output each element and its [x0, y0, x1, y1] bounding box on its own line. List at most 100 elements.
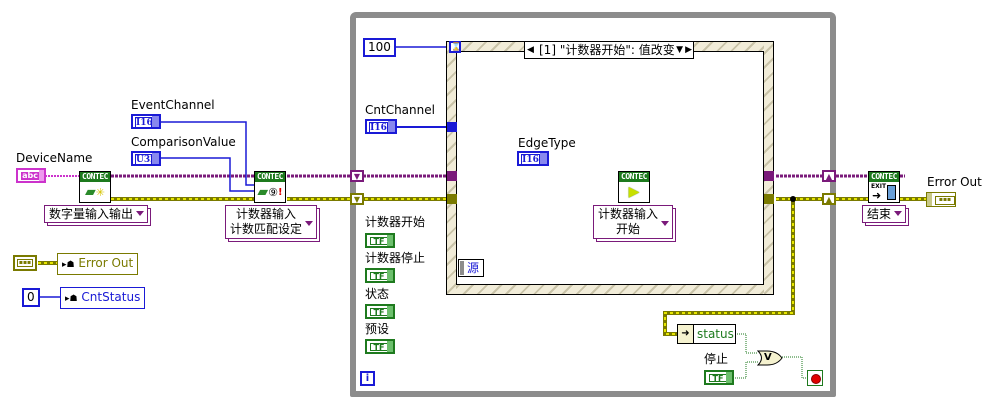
error-out-local-variable[interactable]: ▸☗ Error Out	[57, 253, 139, 275]
status-boolean[interactable]: TF	[365, 304, 395, 319]
wire-status-bool	[735, 333, 758, 354]
edge-type-control[interactable]: I16	[517, 151, 549, 166]
terminal-arrow-icon	[388, 121, 395, 132]
refnum-tunnel-out	[764, 171, 774, 181]
error-cluster-icon: ▪▪▪	[935, 196, 955, 205]
arrow-right-icon: ➜	[678, 325, 694, 343]
local-variable-arrow-icon: ▸☗	[65, 294, 78, 304]
tf-type-tag: TF	[370, 308, 388, 317]
contec-exit-vi[interactable]: CONTEC EXIT ➜	[868, 171, 900, 203]
terminal-arrow-icon	[540, 153, 547, 164]
compare-setup-function-ring[interactable]: 计数器输入 计数匹配设定	[225, 205, 318, 239]
terminal-arrow-icon	[387, 235, 393, 246]
wire-stop-bool	[735, 361, 758, 379]
event-channel-control[interactable]: I16	[131, 114, 161, 129]
event-channel-label: EventChannel	[131, 98, 215, 112]
or-gate-icon	[756, 350, 783, 366]
i16-type-tag: I16	[369, 122, 388, 134]
increment-arrow-icon[interactable]: ▶	[685, 45, 692, 55]
loop-condition-terminal[interactable]	[807, 370, 823, 386]
counter-start-label-line1: 计数器输入	[598, 207, 659, 221]
timeout-constant[interactable]: 100	[363, 38, 396, 57]
contec-compare-setup-vi[interactable]: CONTEC ▰⑨!	[254, 171, 286, 203]
tf-type-tag: TF	[370, 343, 388, 352]
error-cluster-constant[interactable]: ▪▪▪	[13, 255, 37, 271]
refnum-shift-register-left[interactable]: ▼	[350, 170, 364, 182]
decrement-arrow-icon[interactable]: ◀	[527, 45, 534, 55]
exit-function-ring[interactable]: 结束	[862, 205, 907, 223]
play-icon: ▶	[628, 184, 640, 200]
terminal-arrow-icon	[152, 153, 159, 164]
open-function-ring[interactable]: 数字量输入输出	[44, 205, 149, 223]
compare-setup-label-line1: 计数器输入	[236, 207, 297, 221]
counter-start-label-line2: 开始	[616, 222, 641, 236]
chevron-down-icon[interactable]: ▼	[676, 45, 683, 55]
hourglass-timeout-icon: ⌛	[449, 41, 461, 53]
node-handle	[460, 261, 464, 275]
refnum-tunnel-in	[447, 171, 457, 181]
stop-boolean[interactable]: TF	[704, 370, 734, 385]
unbundle-status-node[interactable]: ➜ status	[677, 324, 736, 344]
contec-header: CONTEC	[619, 172, 649, 182]
counter-stop-boolean[interactable]: TF	[365, 268, 395, 283]
cntstatus-local-variable[interactable]: ▸☗ CntStatus	[60, 287, 146, 309]
error-tunnel-in	[447, 194, 457, 204]
dropdown-arrow-icon	[136, 211, 145, 216]
dropdown-arrow-icon	[661, 221, 670, 226]
iteration-terminal: i	[360, 371, 375, 386]
or-gate[interactable]: V	[756, 350, 783, 366]
cnt-channel-label: CntChannel	[365, 103, 435, 117]
cnt-channel-control[interactable]: I16	[365, 119, 397, 134]
boolean-label-counter-stop: 计数器停止	[365, 251, 426, 265]
u32-type-tag: U32	[135, 154, 157, 166]
up-triangle-icon: ▲	[825, 194, 833, 204]
contec-counter-start-vi[interactable]: CONTEC ▶	[618, 171, 650, 203]
preset-boolean[interactable]: TF	[365, 339, 395, 354]
int-tunnel	[447, 122, 457, 132]
i16-type-tag: I16	[521, 154, 540, 166]
dropdown-arrow-icon	[894, 211, 903, 216]
error-out-indicator[interactable]: ▪▪▪	[926, 192, 956, 207]
terminal-arrow-icon	[387, 270, 393, 281]
counter-start-boolean[interactable]: TF	[365, 233, 395, 248]
counter-start-function-ring[interactable]: 计数器输入 开始	[593, 205, 674, 239]
contec-header: CONTEC	[255, 172, 285, 182]
event-data-node[interactable]: 源	[458, 259, 484, 277]
event-structure-bottom-border	[446, 285, 774, 295]
exit-function-label: 结束	[867, 207, 892, 221]
compare-setup-label-line2: 计数匹配设定	[230, 222, 303, 236]
error-tunnel-out	[764, 194, 774, 204]
event-case-selector[interactable]: ◀ [1] "计数器开始": 值改变 ▼ ▶	[524, 41, 694, 59]
device-open-icon: ▰✳	[85, 184, 105, 200]
comparison-value-control[interactable]: U32	[131, 151, 161, 166]
terminal-arrow-icon	[39, 170, 44, 181]
error-shift-register-right[interactable]: ▲	[822, 193, 836, 205]
event-structure-left-border	[446, 41, 456, 295]
counter-compare-icon: ▰⑨!	[257, 184, 283, 200]
event-structure-frame	[456, 51, 764, 285]
down-triangle-icon: ▼	[353, 171, 361, 181]
open-function-label: 数字量输入输出	[49, 207, 134, 221]
device-name-label: DeviceName	[16, 151, 93, 165]
error-out-local-label: Error Out	[78, 256, 134, 270]
error-shift-register-left[interactable]: ▼	[350, 193, 364, 205]
refnum-shift-register-right[interactable]: ▲	[822, 170, 836, 182]
terminal-arrow-icon	[726, 372, 732, 383]
contec-header: CONTEC	[869, 172, 899, 182]
up-triangle-icon: ▲	[825, 171, 833, 181]
wire-event-channel	[160, 121, 254, 186]
boolean-label-preset: 预设	[365, 322, 390, 336]
string-type-tag: abc	[21, 171, 39, 180]
cntstatus-constant[interactable]: 0	[22, 288, 40, 307]
edge-type-label: EdgeType	[518, 136, 576, 150]
comparison-value-label: ComparisonValue	[131, 135, 236, 149]
terminal-arrow-icon	[387, 341, 393, 352]
contec-open-vi[interactable]: CONTEC ▰✳	[79, 171, 111, 203]
tf-type-tag: TF	[709, 374, 727, 383]
exit-door-icon: EXIT ➜	[869, 182, 899, 202]
or-symbol: V	[764, 352, 772, 363]
event-structure-right-border	[764, 41, 774, 295]
exit-text: EXIT	[871, 183, 887, 190]
local-variable-arrow-icon: ▸☗	[62, 260, 75, 270]
device-name-control[interactable]: abc	[16, 168, 46, 183]
